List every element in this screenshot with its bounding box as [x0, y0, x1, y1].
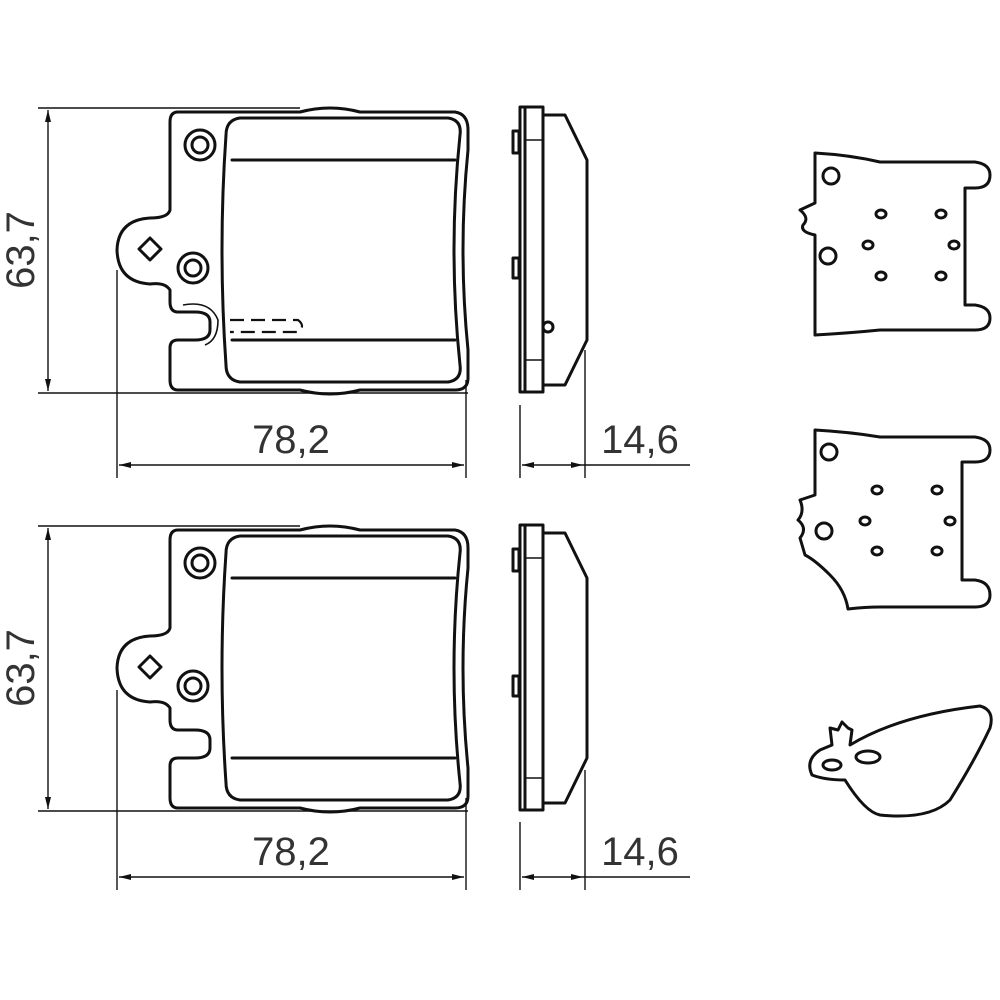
top-thickness-label: 14,6 [601, 418, 679, 462]
bottom-height-label: 63,7 [0, 629, 43, 707]
top-pad-front-view [115, 106, 470, 396]
wear-sensor-clip [808, 704, 993, 818]
shim-middle [796, 428, 992, 611]
bottom-thickness-label: 14,6 [601, 830, 679, 874]
bottom-width-label: 78,2 [252, 830, 330, 874]
top-pad-side-view [511, 105, 589, 394]
shim-top [798, 151, 992, 337]
bottom-pad-dimensions: 63,7 78,2 14,6 [0, 525, 690, 890]
bottom-pad-front-view [115, 524, 470, 814]
bottom-pad-side-view [511, 523, 589, 812]
top-pad-dimensions: 63,7 78,2 14,6 [0, 107, 690, 478]
top-width-label: 78,2 [252, 418, 330, 462]
top-height-label: 63,7 [0, 211, 43, 289]
